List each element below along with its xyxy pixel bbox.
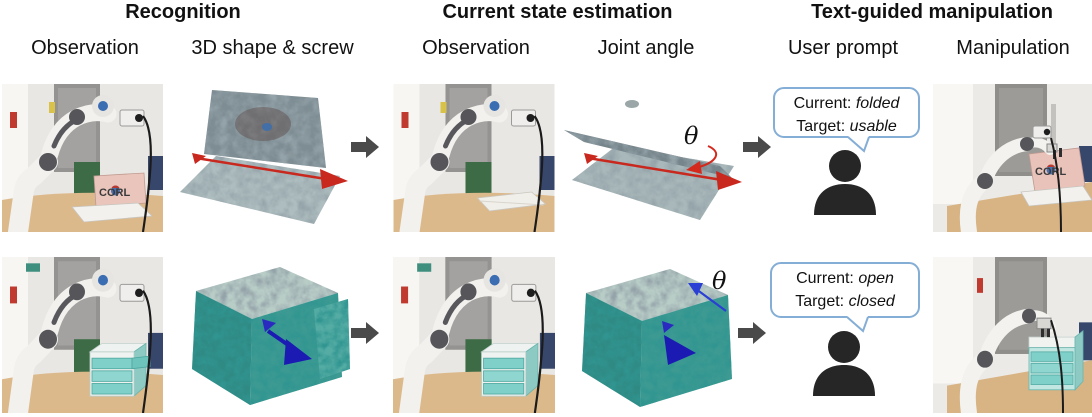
pointcloud-laptop-folded: θ <box>564 100 742 220</box>
curtain <box>933 257 973 384</box>
user-icon <box>814 150 876 215</box>
drawer-box-open <box>88 342 151 398</box>
column-label-user-prompt: User prompt <box>787 37 899 59</box>
drawer-front-cloud <box>582 293 642 407</box>
open-drawer-tab <box>131 355 151 370</box>
chair <box>539 156 555 190</box>
photo-laptop-manipulation: CORL <box>933 84 1092 232</box>
robot-arm <box>8 268 152 413</box>
column-label-joint-angle: Joint angle <box>597 37 695 59</box>
drawer-box <box>1028 329 1084 391</box>
laptop-screen-cloud <box>204 90 326 168</box>
flow-arrow-icon <box>351 322 379 344</box>
robot-arm <box>399 95 544 232</box>
drawer-box-closed <box>480 342 540 398</box>
laptop-folded <box>476 191 547 212</box>
prompt-current-line: Current: open <box>796 270 894 287</box>
robot-arm <box>399 268 544 413</box>
cable <box>533 115 544 232</box>
user-icon <box>813 331 875 396</box>
robot-arm <box>959 125 1062 232</box>
cable <box>141 290 152 413</box>
column-label-3d-shape-screw: 3D shape & screw <box>191 37 354 59</box>
joint-angle-arc-arrow <box>686 145 718 174</box>
fire-extinguisher <box>401 112 409 128</box>
corl-logo-text: CORL <box>99 187 130 199</box>
flow-arrow-icon <box>743 136 771 158</box>
chair <box>148 156 163 190</box>
photo-drawer-observation <box>2 257 163 413</box>
fire-extinguisher <box>10 286 17 304</box>
fire-extinguisher <box>401 286 409 304</box>
photo-laptop-observation: CORL <box>2 84 163 232</box>
prompt-target-line: Target: closed <box>795 293 895 311</box>
robot-arm <box>8 95 152 232</box>
fire-extinguisher <box>10 112 17 128</box>
column-label-observation-1: Observation <box>31 37 139 59</box>
chair <box>539 332 555 369</box>
joint-angle-theta: θ <box>712 267 727 295</box>
speech-bubble-tail <box>846 316 869 333</box>
column-label-manipulation: Manipulation <box>956 37 1070 59</box>
revolute-screw-axis <box>192 153 348 189</box>
section-title-recognition: Recognition <box>125 1 241 23</box>
section-title-text-guided-manipulation: Text-guided manipulation <box>811 1 1053 23</box>
drawer-front-cloud <box>192 291 252 405</box>
cable <box>533 290 544 413</box>
laptop-base-cloud <box>180 156 340 224</box>
pointcloud-drawer-theta: θ <box>582 267 732 407</box>
drawer-top-cloud <box>586 269 728 321</box>
floating-fragment <box>625 100 639 108</box>
robot-head-disc <box>98 101 108 111</box>
chair <box>148 332 163 369</box>
drawer-top-cloud <box>196 267 338 319</box>
flow-arrow-icon <box>351 136 379 158</box>
robot-arm <box>959 308 1064 413</box>
green-board <box>465 162 492 196</box>
laptop-open: CORL <box>71 172 153 223</box>
gripper <box>1036 317 1052 330</box>
photo-drawer-closed-observation <box>393 257 555 413</box>
laptop-lid-cloud <box>564 130 732 178</box>
prismatic-screw-axis <box>662 321 696 365</box>
cable <box>141 115 152 232</box>
fire-extinguisher <box>977 278 983 293</box>
prismatic-screw-axis <box>262 319 312 365</box>
flow-arrow-icon <box>738 322 766 344</box>
photo-drawer-manipulation <box>933 257 1092 413</box>
speech-bubble-tail <box>847 136 870 153</box>
pointcloud-laptop-open <box>180 90 348 224</box>
joint-displacement-arrow <box>688 283 727 312</box>
speech-bubble-laptop: Current: folded Target: usable <box>773 87 920 138</box>
camera-lens <box>135 114 143 122</box>
pointcloud-drawer <box>192 267 350 405</box>
cable <box>1050 137 1062 232</box>
joint-angle-theta: θ <box>684 122 699 150</box>
curtain <box>933 84 973 204</box>
prompt-target-line: Target: usable <box>796 118 897 136</box>
prompt-current-line: Current: folded <box>793 95 900 112</box>
column-label-observation-2: Observation <box>422 37 530 59</box>
photo-laptop-folded-observation <box>393 84 555 232</box>
section-title-current-state-estimation: Current state estimation <box>442 1 673 23</box>
speech-bubble-drawer: Current: open Target: closed <box>770 262 920 318</box>
revolute-screw-axis <box>584 153 742 190</box>
cable <box>1050 319 1064 413</box>
corl-logo-text: CORL <box>1035 166 1066 178</box>
open-drawer-cloud <box>314 299 350 379</box>
